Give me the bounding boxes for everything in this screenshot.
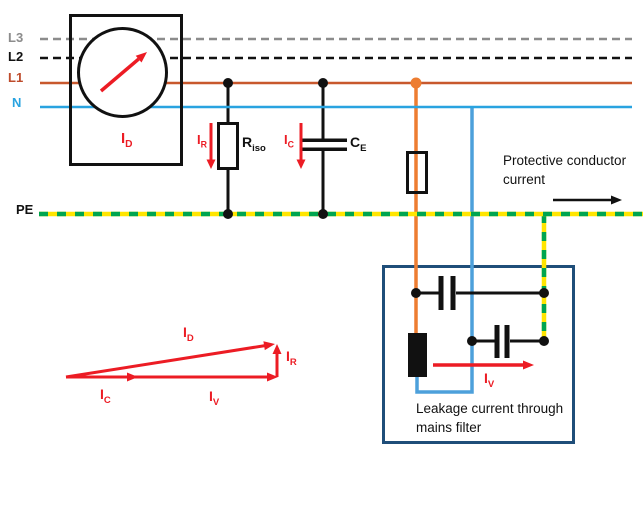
label-l2: L2 [8,49,24,64]
label-ce: CE [350,134,367,154]
filter-capacitor-bottom [472,325,544,358]
id-vector [65,344,266,379]
label-pe: PE [16,202,34,217]
id-vector-head [263,341,275,351]
iv-vector-head [267,372,278,382]
filter-capacitor-top [416,276,544,310]
label-n: N [12,95,22,110]
ir-arrow-icon [206,123,216,169]
mains-filter-box [382,265,575,444]
label-ir: IR [197,132,208,150]
label-ic: IC [284,132,295,150]
capacitor-ce [301,138,347,151]
resistor-riso [217,122,239,170]
vector-label-ir: IR [286,348,297,368]
vector-diagram [65,341,282,382]
measuring-device [69,14,183,166]
n-branch-to-filter [415,107,474,394]
junction-dots [223,77,549,346]
label-l3: L3 [8,30,24,45]
meter-needle-icon [99,52,147,93]
ic-arrow-icon [296,123,306,169]
label-iv: IV [484,370,495,390]
filter-choke-block [408,333,427,377]
l1-branch-dot [410,77,422,89]
leakage-current-text: Leakage current through mains filter [416,401,564,435]
label-riso: Riso [242,134,266,154]
iv-arrow-icon [433,360,534,370]
label-l1: L1 [8,70,24,85]
fuse [406,151,428,194]
ir-vector-head [272,344,282,354]
protective-current-text: Protective conductor current [503,153,627,187]
label-id: ID [121,130,133,150]
vector-label-id: ID [183,324,194,344]
vector-label-iv: IV [209,388,220,408]
protective-current-arrow-icon [553,195,622,205]
ic-vector-head [127,372,138,382]
vector-label-ic: IC [100,386,111,406]
